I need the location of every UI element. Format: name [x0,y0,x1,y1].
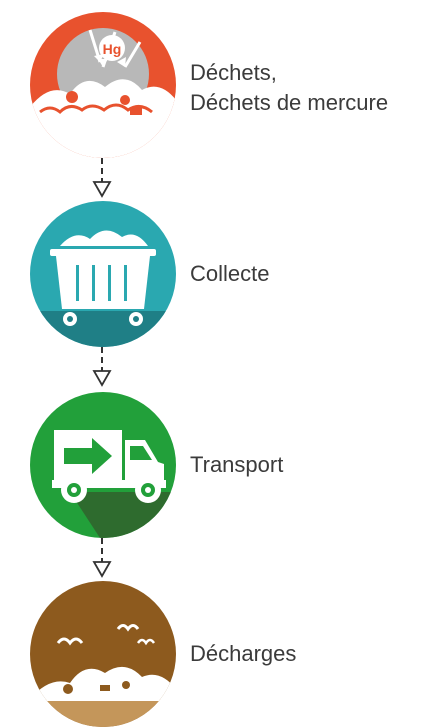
label-waste: Déchets, Déchets de mercure [190,58,388,118]
connector-arrow [92,158,112,198]
truck-icon [30,392,176,538]
down-arrow-icon [92,370,112,387]
landfill-icon [30,581,176,727]
label-transport: Transport [190,452,284,477]
down-arrow-icon [92,181,112,198]
step-transport: Transport [30,392,430,538]
connector-arrow [92,347,112,387]
step-waste: Hg Déchets, Déchets de mercure [30,12,430,158]
mercury-badge: Hg [103,41,122,57]
down-arrow-icon [92,561,112,578]
label-landfill: Décharges [190,641,297,666]
label-collection: Collecte [190,261,270,286]
dumpster-icon [30,201,176,347]
step-collection: Collecte [30,201,430,347]
connector-arrow [92,538,112,578]
label-waste-line2: Déchets de mercure [190,90,389,115]
label-waste-line1: Déchets, [190,60,277,85]
step-landfill: Décharges [30,581,430,727]
waste-pile-icon: Hg [30,12,176,158]
